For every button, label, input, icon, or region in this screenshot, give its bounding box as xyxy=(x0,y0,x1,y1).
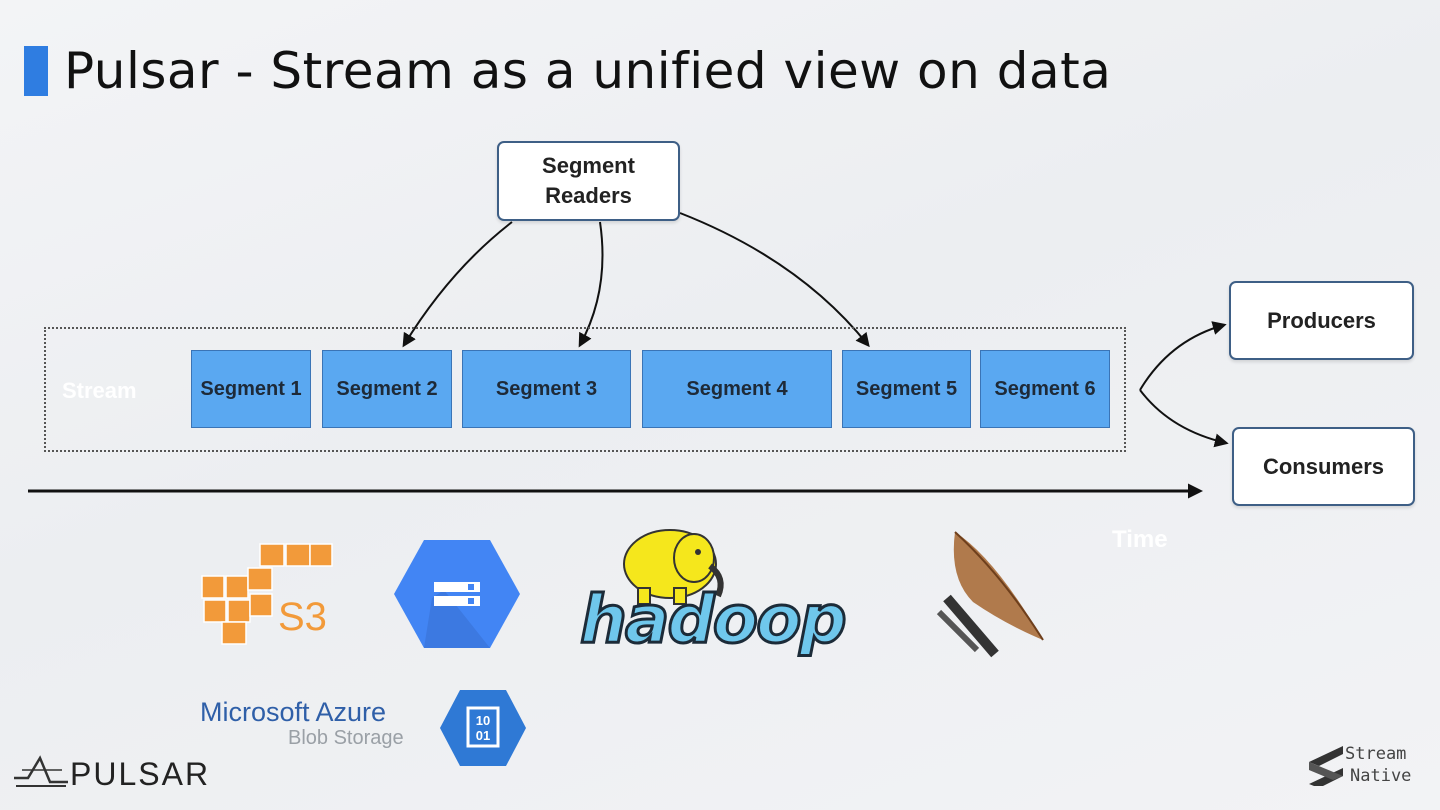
apache-feather-logo xyxy=(936,531,1044,658)
segment-readers-line2: Readers xyxy=(545,183,632,208)
hadoop-wordmark: hadoop xyxy=(580,588,845,658)
segment-1: Segment 1 xyxy=(191,350,311,428)
pulsar-logo-icon xyxy=(14,755,68,787)
segment-4: Segment 4 xyxy=(642,350,832,428)
segment-5: Segment 5 xyxy=(842,350,971,428)
slide-title: Pulsar - Stream as a unified view on dat… xyxy=(64,42,1112,100)
producers-box: Producers xyxy=(1229,281,1414,360)
arrow-stream-to-consumers xyxy=(1139,389,1229,448)
segment-6: Segment 6 xyxy=(980,350,1110,428)
aws-s3-icon: S3 xyxy=(201,543,333,645)
azure-blob-storage-icon: 10 01 xyxy=(440,690,526,766)
segment-readers-box: Segment Readers xyxy=(497,141,680,221)
azure-icon-text-bottom: 01 xyxy=(476,728,490,743)
azure-sub-label: Blob Storage xyxy=(288,727,404,749)
azure-icon-text-top: 10 xyxy=(476,713,490,728)
hadoop-logo: hadoop xyxy=(579,588,849,658)
stream-label: Stream xyxy=(62,378,137,403)
hadoop-elephant-icon xyxy=(623,529,724,605)
arrow-readers-to-segment-3 xyxy=(578,221,604,348)
segment-3: Segment 3 xyxy=(462,350,631,428)
stream-frame xyxy=(44,327,1126,452)
segment-2: Segment 2 xyxy=(322,350,452,428)
streamnative-text-line1: Stream xyxy=(1345,744,1407,764)
arrow-readers-to-segment-5 xyxy=(679,212,870,348)
title-accent-bar xyxy=(24,46,48,96)
google-cloud-storage-icon xyxy=(394,540,520,648)
s3-label: S3 xyxy=(278,595,327,639)
arrow-stream-to-producers xyxy=(1139,321,1227,391)
azure-label: Microsoft Azure xyxy=(200,697,387,727)
consumers-box: Consumers xyxy=(1232,427,1415,506)
time-label: Time xyxy=(1112,526,1168,553)
segment-readers-line1: Segment xyxy=(542,153,635,178)
streamnative-logo-icon xyxy=(1309,746,1343,786)
streamnative-text-line2: Native xyxy=(1350,766,1412,786)
pulsar-logo-text: PULSAR xyxy=(70,756,211,792)
